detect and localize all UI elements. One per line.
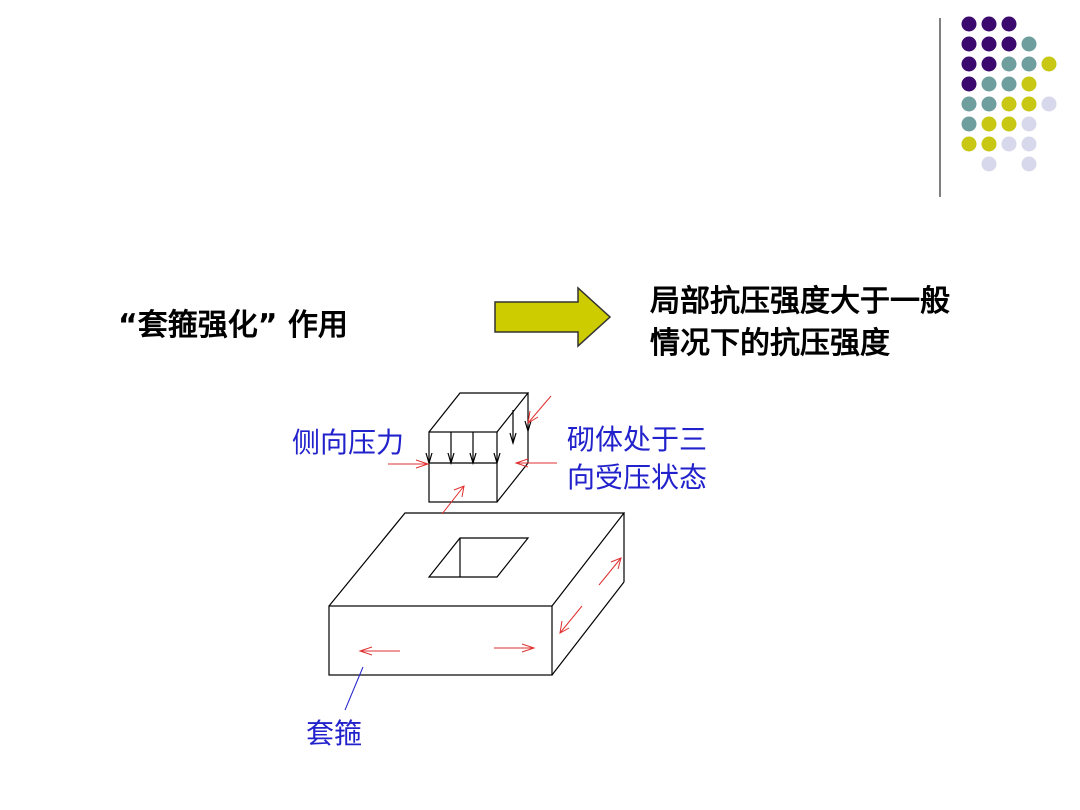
decorative-dot-grid [961,16,1057,172]
decorative-dot [1001,136,1017,152]
decorative-dot [961,56,977,72]
decorative-dot [1001,36,1017,52]
conclusion-text: 局部抗压强度大于一般 情况下的抗压强度 [650,281,950,365]
decorative-dot [981,16,997,32]
decorative-dot [961,16,977,32]
triaxial-label-line-1: 砌体处于三 [567,423,708,456]
force-arrows [358,395,622,656]
decorative-dot [961,136,977,152]
right-arrow-icon [494,286,612,348]
decorative-dot [961,116,977,132]
hoop-strengthening-effect-text: “套箍强化” 作用 [118,308,348,343]
decorative-dot [1001,96,1017,112]
decorative-dot [981,156,997,172]
triaxial-label-line-2: 向受压状态 [567,461,708,494]
decorative-dot [981,136,997,152]
decorative-dot [1021,116,1037,132]
decorative-dot [981,116,997,132]
conclusion-line-2: 情况下的抗压强度 [650,326,890,361]
decorative-dot [1021,36,1037,52]
hoop-pointer-line [344,666,364,711]
decorative-dot [1021,96,1037,112]
decorative-dot [981,96,997,112]
decorative-dot [1021,56,1037,72]
decorative-dot [961,36,977,52]
decorative-dot [1021,76,1037,92]
decorative-dot [1021,156,1037,172]
decorative-dot [1001,56,1017,72]
decorative-dot [1041,96,1057,112]
decorative-dot [1001,76,1017,92]
small-block [425,392,532,503]
decorative-dot [1001,116,1017,132]
decorative-dot [1041,56,1057,72]
decorative-dot [981,76,997,92]
large-block [328,512,626,676]
decorative-dot [981,56,997,72]
decorative-dot [1001,16,1017,32]
decorative-dot [981,36,997,52]
lateral-pressure-label: 侧向压力 [292,426,405,459]
decorative-dot [961,76,977,92]
decorative-dot [961,96,977,112]
decorative-dot [1021,136,1037,152]
hoop-label: 套箍 [306,717,363,750]
triaxial-label: 砌体处于三 向受压状态 [567,421,707,497]
down-arrow-heads [425,420,532,466]
conclusion-line-1: 局部抗压强度大于一般 [650,284,950,319]
